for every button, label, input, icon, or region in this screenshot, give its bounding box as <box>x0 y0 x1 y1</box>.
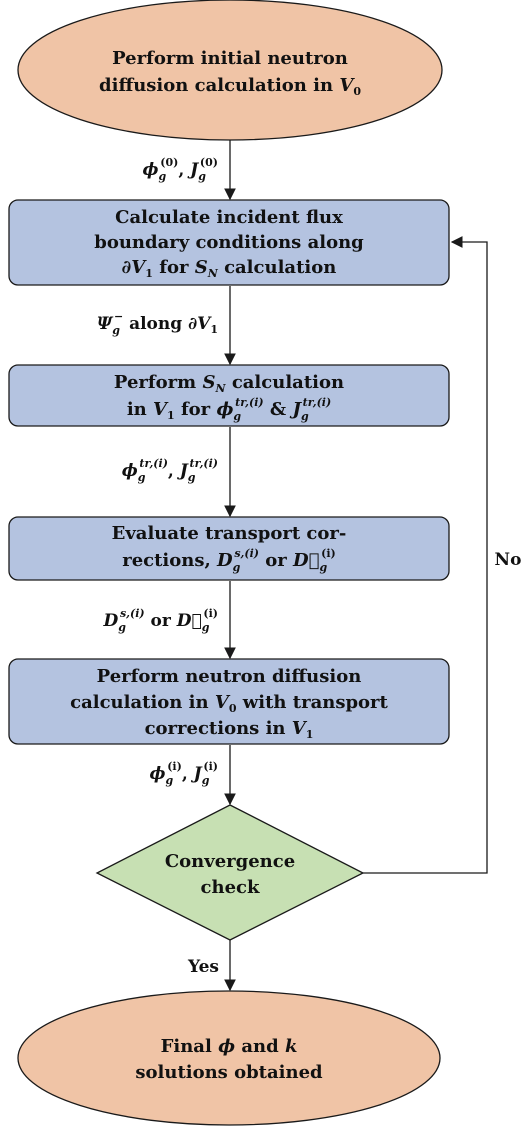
bc-box <box>8 199 450 286</box>
start-line1: Perform initial neutron <box>112 48 348 69</box>
conv-line1: Convergence <box>165 851 295 872</box>
final-node: Final ϕ and k solutions obtained <box>17 990 441 1126</box>
edge-label-iter-flux: ϕg(i), Jg(i) <box>150 760 219 787</box>
conv-node: Convergence check <box>95 804 365 941</box>
final-ellipse <box>17 990 441 1126</box>
start-line2: diffusion calculation in V0 <box>99 75 361 98</box>
edge-label-initial-flux: ϕg(0), Jg(0) <box>143 156 218 183</box>
final-line2: solutions obtained <box>135 1062 323 1083</box>
diff-line2: calculation in V0 with transport <box>70 692 388 715</box>
bc-line1: Calculate incident flux <box>115 207 343 228</box>
bc-line2: boundary conditions along <box>94 232 364 253</box>
sn-node: Perform SN calculation in V1 for ϕgtr,(i… <box>8 364 450 427</box>
arrow-no-loop <box>363 236 488 874</box>
bc-line3: ∂V1 for SN calculation <box>122 257 337 280</box>
corr-line2: rections, Dgs,(i) or D⃗g(i) <box>122 547 336 574</box>
start-node: Perform initial neutron diffusion calcul… <box>17 0 443 141</box>
conv-line2: check <box>201 877 260 898</box>
edge-label-tr-flux: ϕgtr,(i), Jgtr,(i) <box>122 457 218 484</box>
edge-label-corrections: Dgs,(i) or D⃗g(i) <box>103 607 218 634</box>
diff-box <box>8 658 450 745</box>
diff-line3: corrections in V1 <box>145 718 314 741</box>
conv-diamond <box>95 804 365 941</box>
start-ellipse <box>17 0 443 141</box>
bc-node: Calculate incident flux boundary conditi… <box>8 199 450 286</box>
edge-label-no: No <box>495 550 522 570</box>
corr-line1: Evaluate transport cor- <box>112 523 347 544</box>
edge-label-psi: Ψg− along ∂V1 <box>97 310 218 337</box>
diff-node: Perform neutron diffusion calculation in… <box>8 658 450 745</box>
sn-line2: in V1 for ϕgtr,(i) & Jgtr,(i) <box>127 396 331 423</box>
sn-box <box>8 364 450 427</box>
corr-node: Evaluate transport cor- rections, Dgs,(i… <box>8 516 450 581</box>
sn-line1: Perform SN calculation <box>114 372 344 395</box>
final-line1: Final ϕ and k <box>161 1036 298 1057</box>
corr-box <box>8 516 450 581</box>
diff-line1: Perform neutron diffusion <box>97 666 362 687</box>
edge-label-yes: Yes <box>187 957 219 977</box>
connectors <box>224 140 488 992</box>
